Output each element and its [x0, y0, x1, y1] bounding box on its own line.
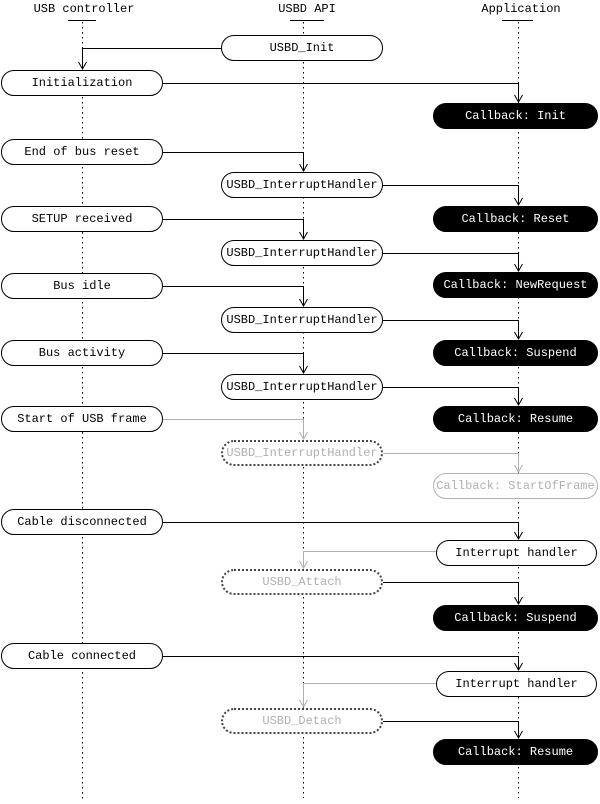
flow-interrupthandler-to-callback-reset: [383, 185, 523, 207]
node-usbd-interrupthandler-2: USBD_InterruptHandler: [221, 240, 383, 266]
node-callback-suspend-2: Callback: Suspend: [433, 605, 598, 631]
flow-cabledisconnected-to-interrupthandler: [163, 522, 523, 541]
arrow-down-icon: [514, 464, 523, 474]
node-setup-received: SETUP received: [1, 206, 163, 232]
flow-line: [163, 219, 304, 239]
flow-interrupthandler-to-callback-suspend: [383, 320, 523, 341]
node-callback-resume-2: Callback: Resume: [433, 739, 598, 765]
flow-line: [163, 83, 519, 102]
flow-interrupthandler-to-callback-resume: [383, 387, 523, 407]
flow-line: [383, 185, 519, 205]
arrow-down-icon: [514, 197, 523, 207]
flow-interrupthandler-to-callback-newrequest: [383, 253, 523, 273]
arrow-down-icon: [78, 61, 87, 71]
node-bus-activity: Bus activity: [1, 340, 163, 366]
node-callback-newrequest: Callback: NewRequest: [433, 272, 598, 298]
flow-line: [163, 353, 304, 373]
node-cable-connected: Cable connected: [1, 643, 163, 669]
node-callback-reset: Callback: Reset: [433, 206, 598, 232]
node-usbd-init: USBD_Init: [221, 35, 383, 61]
flow-line: [383, 582, 519, 604]
flow-busidle-to-interrupthandler: [163, 286, 308, 308]
flow-line: [163, 152, 304, 171]
flow-interrupthandler-to-usbdattach-muted: [299, 551, 436, 570]
flow-line: [383, 453, 519, 472]
flow-line: [383, 721, 519, 738]
arrow-down-icon: [514, 662, 523, 672]
node-callback-suspend-1: Callback: Suspend: [433, 340, 598, 366]
arrow-down-icon: [299, 298, 308, 308]
flow-line: [82, 48, 221, 69]
flow-line: [163, 419, 304, 439]
arrow-down-icon: [514, 730, 523, 740]
flow-line: [383, 253, 519, 271]
column-header-usb-controller: USB controller: [33, 2, 135, 16]
flow-interrupthandler-to-callback-startofframe-muted: [383, 453, 523, 474]
arrow-down-icon: [514, 531, 523, 541]
arrow-down-icon: [514, 331, 523, 341]
node-usbd-detach-muted: USBD_Detach: [221, 708, 383, 734]
arrow-down-icon: [299, 365, 308, 375]
flow-line: [303, 551, 436, 568]
node-callback-resume-1: Callback: Resume: [433, 406, 598, 432]
arrow-down-icon: [299, 163, 308, 173]
flow-usbdinit-to-initialization: [78, 48, 221, 71]
column-header-application: Application: [481, 2, 561, 16]
flow-line: [163, 656, 519, 670]
flow-line: [383, 320, 519, 339]
arrow-down-icon: [514, 263, 523, 273]
arrow-down-icon: [514, 596, 523, 606]
node-interrupt-handler-2: Interrupt handler: [436, 671, 597, 697]
node-initialization: Initialization: [1, 70, 163, 96]
node-start-of-usb-frame: Start of USB frame: [1, 406, 163, 432]
node-callback-init: Callback: Init: [433, 103, 598, 129]
flow-setupreceived-to-interrupthandler: [163, 219, 308, 241]
node-usbd-interrupthandler-4: USBD_InterruptHandler: [221, 374, 383, 400]
flow-usbdattach-to-callback-suspend: [383, 582, 523, 606]
column-header-usbd-api: USBD API: [278, 2, 336, 16]
node-usbd-interrupthandler-3: USBD_InterruptHandler: [221, 307, 383, 333]
arrow-down-icon: [299, 699, 308, 709]
node-usbd-attach-muted: USBD_Attach: [221, 569, 383, 595]
flow-usbddetach-to-callback-resume: [383, 721, 523, 740]
flow-startofusbframe-to-interrupthandler-muted: [163, 419, 308, 441]
node-interrupt-handler-1: Interrupt handler: [436, 540, 597, 566]
flow-interrupthandler-to-usbddetach-muted: [299, 683, 436, 709]
node-bus-idle: Bus idle: [1, 273, 163, 299]
flow-initialization-to-callback-init: [163, 83, 523, 104]
arrow-down-icon: [299, 560, 308, 570]
flow-endofbusreset-to-interrupthandler: [163, 152, 308, 173]
arrow-down-icon: [299, 431, 308, 441]
arrow-down-icon: [299, 231, 308, 241]
flow-line: [163, 286, 304, 306]
node-usbd-interrupthandler-1: USBD_InterruptHandler: [221, 172, 383, 198]
node-callback-startofframe-muted: Callback: StartOfFrame: [433, 473, 598, 499]
flow-line: [303, 683, 436, 707]
node-cable-disconnected: Cable disconnected: [1, 509, 163, 535]
node-usbd-interrupthandler-5-muted: USBD_InterruptHandler: [221, 440, 383, 466]
flow-line: [163, 522, 519, 539]
flow-cableconnected-to-interrupthandler: [163, 656, 523, 672]
flow-line: [383, 387, 519, 405]
arrow-down-icon: [514, 94, 523, 104]
arrow-down-icon: [514, 397, 523, 407]
node-end-of-bus-reset: End of bus reset: [1, 139, 163, 165]
flow-busactivity-to-interrupthandler: [163, 353, 308, 375]
